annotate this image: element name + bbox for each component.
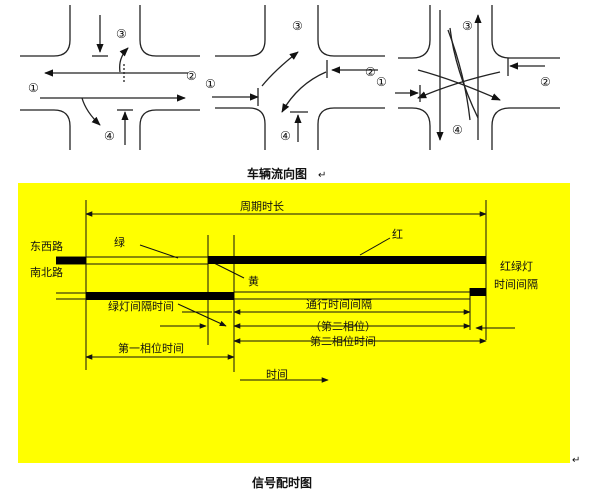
- timing-lines: [56, 200, 515, 383]
- intersection-panel-3: [395, 5, 560, 150]
- label-green: 绿: [114, 235, 125, 249]
- ns-red-bar: [86, 292, 234, 300]
- ew-bar-left: [56, 257, 86, 264]
- label-inter-green-right-1: 红绿灯: [500, 259, 533, 273]
- label-second-phase-time: 第二相位时间: [310, 334, 376, 348]
- label-cycle: 周期时长: [240, 200, 284, 213]
- p1-marker-3: ③: [116, 27, 127, 41]
- p1-marker-2: ②: [186, 69, 197, 83]
- para-mark-2: ↵: [572, 455, 580, 466]
- p3-marker-3: ③: [462, 19, 473, 33]
- label-ew-road: 东西路: [30, 240, 63, 253]
- label-time: 时间: [266, 368, 288, 381]
- p3-marker-1: ①: [376, 75, 387, 89]
- label-yellow: 黄: [248, 274, 259, 288]
- p1-marker-4: ④: [104, 129, 115, 143]
- label-first-phase-time: 第一相位时间: [118, 341, 184, 355]
- p2-marker-1: ①: [205, 77, 216, 91]
- p2-marker-4: ④: [280, 129, 291, 143]
- ew-red-bar: [208, 256, 486, 264]
- label-ns-road: 南北路: [30, 266, 63, 279]
- flow-caption: 车辆流向图: [247, 166, 307, 181]
- intersection-panel-2: [212, 5, 385, 150]
- timing-caption: 信号配时图: [252, 475, 312, 490]
- label-pass-interval: 通行时间间隔: [306, 298, 372, 311]
- label-inter-green-right-2: 时间间隔: [494, 278, 538, 291]
- intersection-panel-1: [20, 5, 200, 150]
- label-inter-green: 绿灯间隔时间: [108, 299, 174, 313]
- p1-marker-1: ①: [28, 81, 39, 95]
- ns-end-bar: [470, 288, 486, 296]
- p3-marker-2: ②: [540, 75, 551, 89]
- para-mark-1: ↵: [318, 170, 326, 181]
- label-second-phase-paren: （第二相位）: [310, 319, 376, 333]
- p3-marker-4: ④: [452, 123, 463, 137]
- timing-background: [18, 183, 570, 463]
- p2-marker-3: ③: [292, 19, 303, 33]
- p2-marker-2: ②: [365, 65, 376, 79]
- label-red: 红: [392, 228, 403, 241]
